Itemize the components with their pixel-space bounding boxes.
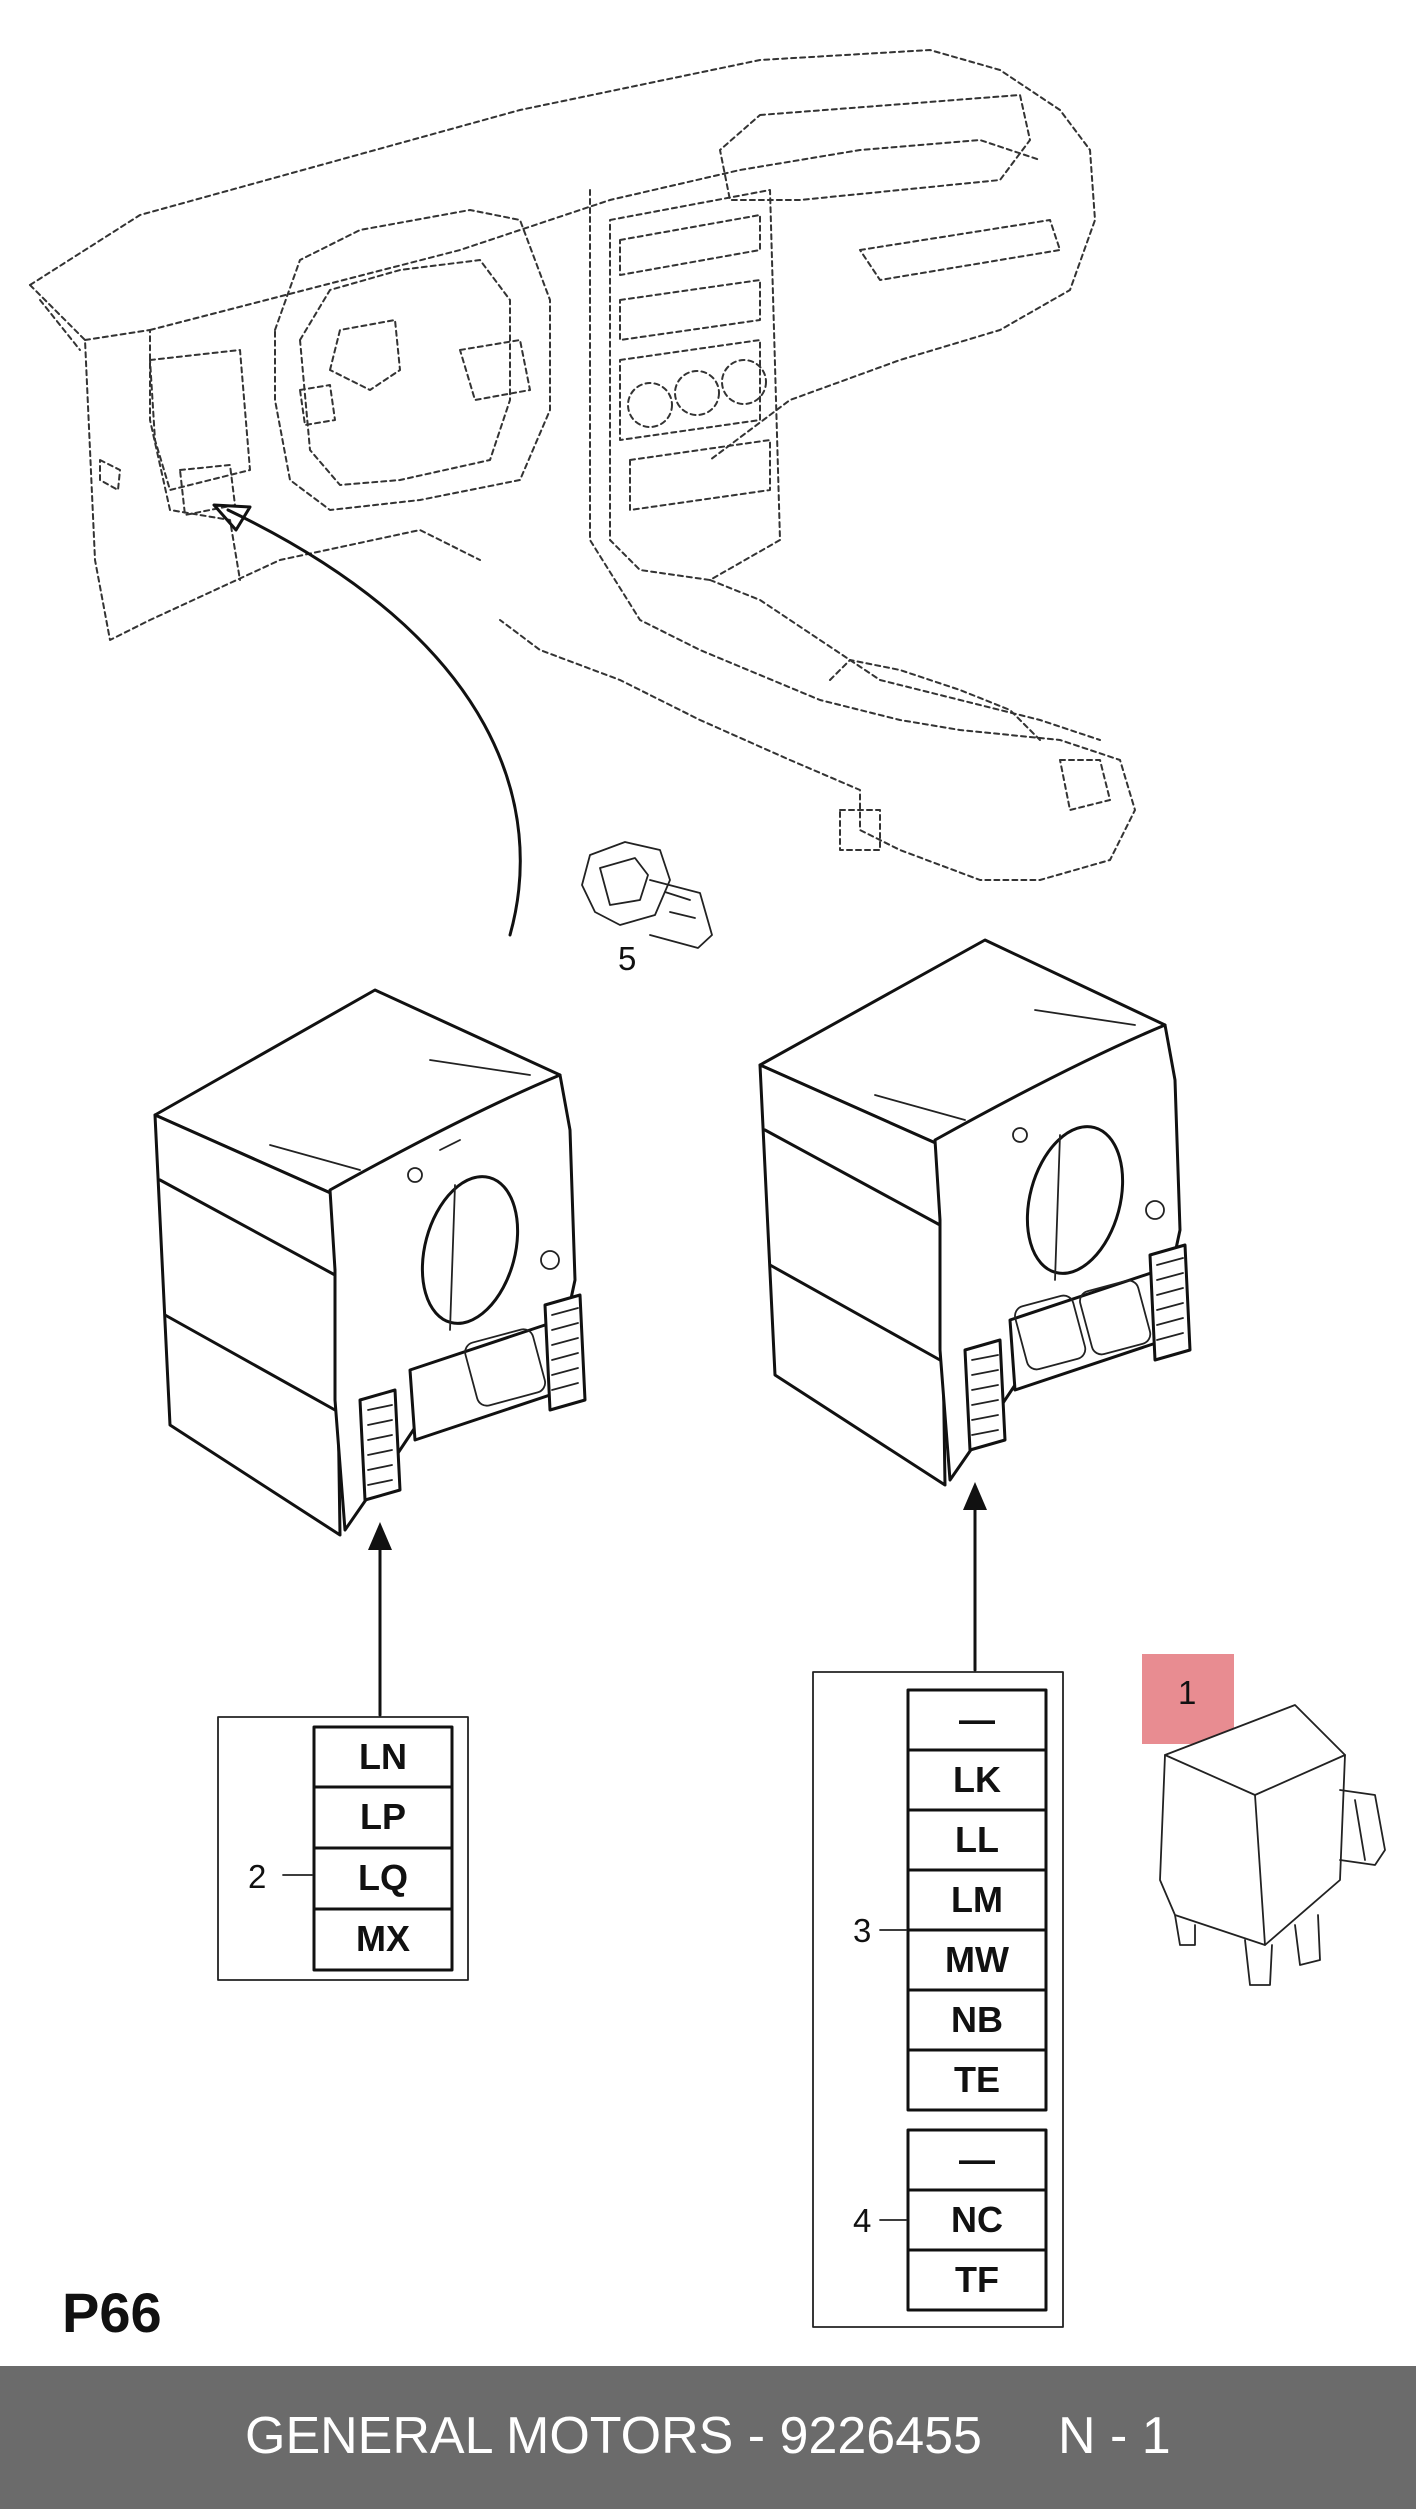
code-cell: LP [359, 1796, 406, 1837]
location-arrow-head [212, 503, 252, 532]
footer-bar: GENERAL MOTORS - 9226455 N - 1 [0, 2366, 1416, 2509]
code-cell: LN [359, 1736, 407, 1777]
callout-1: 1 [1178, 1674, 1197, 1711]
bulb-part [581, 841, 713, 949]
table4-rows [906, 2188, 1048, 2252]
callout-3: 3 [853, 1912, 872, 1949]
code-cell: TF [955, 2259, 999, 2300]
callout-5: 5 [618, 940, 637, 977]
headlamp-switch-right [758, 938, 1192, 1487]
code-cell: LL [955, 1819, 999, 1860]
table3-rows [906, 1748, 1048, 2052]
table3-arrowhead [963, 1482, 987, 1510]
code-cell: TE [953, 2059, 1000, 2100]
headlamp-switch-left [153, 988, 587, 1537]
table4-grid [906, 2128, 1048, 2312]
code-cell: — [959, 2139, 995, 2180]
code-cell: NC [951, 2199, 1003, 2240]
code-cell: NB [951, 1999, 1003, 2040]
code-cell: — [959, 1699, 995, 1740]
table3-grid [906, 1688, 1048, 2112]
page-label: P66 [62, 2281, 162, 2344]
table2-rows [312, 1785, 454, 1911]
table34-frame [812, 1671, 1064, 2328]
callout-4: 4 [853, 2202, 872, 2239]
code-cell: LM [951, 1879, 1003, 1920]
callout-2: 2 [248, 1858, 267, 1895]
code-cell: MX [356, 1918, 410, 1959]
code-cell: LK [953, 1759, 1001, 1800]
footer-quantity: N - 1 [1058, 2407, 1171, 2465]
code-cell: LQ [358, 1857, 408, 1898]
footer-brand-part: GENERAL MOTORS - 9226455 [245, 2407, 982, 2465]
code-cell: MW [945, 1939, 1009, 1980]
location-arrow-curve [226, 508, 522, 937]
table2-arrowhead [368, 1522, 392, 1550]
item-1-highlight [1142, 1654, 1234, 1744]
relay-part [1159, 1704, 1386, 1986]
dashboard-drawing [29, 49, 1136, 881]
table2-frame [217, 1716, 469, 1981]
